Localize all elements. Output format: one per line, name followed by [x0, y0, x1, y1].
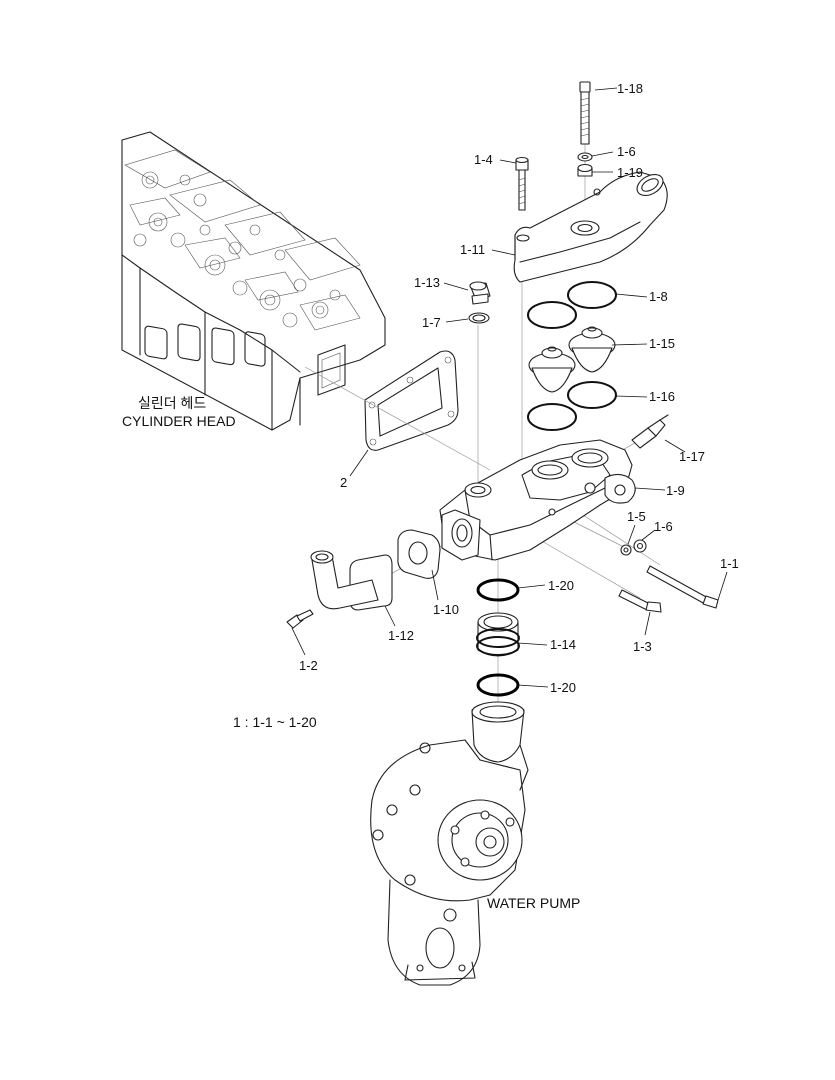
bypass-pipe-1-12 — [310, 550, 393, 611]
callout-1-9: 1-9 — [666, 483, 685, 498]
callout-1-15: 1-15 — [649, 336, 675, 351]
callout-1-3: 1-3 — [633, 639, 652, 654]
leader-lines — [291, 87, 728, 688]
callout-1-5: 1-5 — [627, 509, 646, 524]
o-ring-1-8 — [527, 281, 617, 329]
nut-1-19 — [577, 163, 593, 177]
callout-1-6-side: 1-6 — [654, 519, 673, 534]
callout-1-8: 1-8 — [649, 289, 668, 304]
callout-1-13: 1-13 — [414, 275, 440, 290]
callout-2: 2 — [340, 475, 347, 490]
stud-bolt-1-18 — [579, 81, 591, 145]
callout-1-16: 1-16 — [649, 389, 675, 404]
callout-1-17: 1-17 — [679, 449, 705, 464]
water-pipe-1-14 — [476, 612, 520, 657]
water-pump-label: WATER PUMP — [487, 895, 580, 911]
washer-1-7 — [468, 312, 490, 324]
temperature-sensor-1-17 — [631, 414, 669, 449]
callout-1-20-lower: 1-20 — [550, 680, 576, 695]
callout-labels: 1-18 1-4 1-6 1-19 1-11 1-13 1-8 1-7 1-15… — [299, 81, 739, 695]
thermostat-housing-1-9 — [439, 439, 636, 561]
o-ring-1-20-upper — [476, 578, 520, 602]
cylinder-head-label: CYLINDER HEAD — [122, 413, 236, 429]
o-ring-1-16 — [527, 381, 617, 431]
callout-1-10: 1-10 — [433, 602, 459, 617]
callout-1-20-upper: 1-20 — [548, 578, 574, 593]
callout-1-6-top: 1-6 — [617, 144, 636, 159]
callout-1-4: 1-4 — [474, 152, 493, 167]
callout-1-1: 1-1 — [720, 556, 739, 571]
thermostat-cover-1-11 — [513, 171, 668, 283]
callout-1-7: 1-7 — [422, 315, 441, 330]
washer-1-6-side — [633, 539, 647, 553]
gasket-2 — [364, 350, 459, 451]
bolt-1-1 — [646, 565, 719, 609]
bolt-1-2 — [286, 609, 314, 629]
assembly-note: 1 : 1-1 ~ 1-20 — [233, 714, 317, 730]
callout-1-14: 1-14 — [550, 637, 576, 652]
cylinder-head-label-korean: 실린더 헤드 — [138, 395, 206, 411]
callout-1-12: 1-12 — [388, 628, 414, 643]
water-pump-drawing — [370, 701, 529, 986]
thermostat-1-15 — [528, 326, 616, 393]
plug-1-13 — [469, 281, 491, 305]
callout-1-18: 1-18 — [617, 81, 643, 96]
washer-1-6-top — [577, 152, 593, 162]
bolt-1-3 — [618, 589, 662, 613]
gasket-1-10 — [397, 529, 441, 579]
bolt-1-4 — [515, 156, 529, 211]
washer-1-5 — [620, 544, 632, 556]
cylinder-head-drawing — [121, 131, 386, 431]
callout-1-2: 1-2 — [299, 658, 318, 673]
callout-1-11: 1-11 — [460, 242, 485, 257]
callout-1-19: 1-19 — [617, 165, 643, 180]
